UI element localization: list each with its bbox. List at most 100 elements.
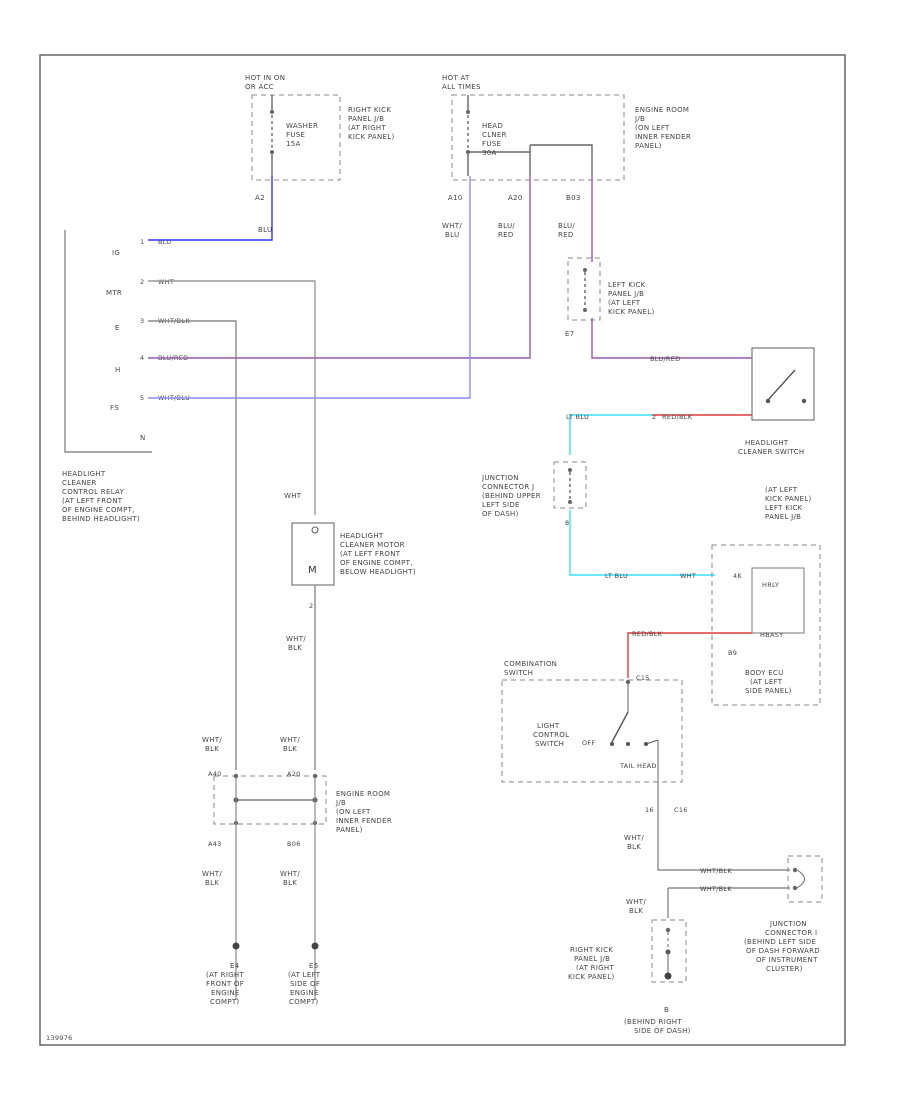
relay-pin-fs: FS — [110, 404, 119, 412]
pin-c15: C15 — [636, 674, 650, 682]
right-kick-jb-3: (AT RIGHT — [348, 124, 386, 132]
relay-label-2: CLEANER — [62, 479, 97, 487]
gnd-b-2: (BEHIND RIGHT — [624, 1018, 682, 1026]
gnd-e4-1: E4 — [230, 962, 240, 970]
wire-label-blu-red-b1: BLU/ — [558, 222, 575, 230]
wire-label-blu-red-a2: RED — [498, 231, 514, 239]
wire-lt-blu-2 — [569, 510, 715, 576]
left-kick-1: (AT LEFT — [765, 486, 798, 494]
motor-label-5: BELOW HEADLIGHT) — [340, 568, 416, 576]
gnd-e4-5: COMPT) — [210, 998, 239, 1006]
bot-wht-blk-d2: BLK — [283, 879, 297, 887]
pin-a20: A20 — [508, 194, 523, 202]
diagram-frame — [39, 54, 846, 1046]
engine-room-jb-top-box — [451, 94, 625, 181]
engine-jb-bot-3: (ON LEFT — [336, 808, 371, 816]
head-fuse-4: 30A — [482, 149, 497, 157]
wire-label-blu: BLU — [258, 226, 272, 234]
hot-ig-on-label-2: OR ACC — [245, 83, 274, 91]
bot-wht-blk-b1: WHT/ — [280, 736, 300, 744]
pin-c16: C16 — [674, 806, 688, 814]
gnd-e5-4: ENGINE — [290, 989, 319, 997]
wire-label-wht-blk-r1: WHT/BLK — [700, 867, 732, 875]
wire-label-blu-red-b2: RED — [558, 231, 574, 239]
body-ecu-3: SIDE PANEL) — [745, 687, 792, 695]
motor-label-3: (AT LEFT FRONT — [340, 550, 401, 558]
wire-label-lt-blu-bot: LT BLU — [605, 572, 628, 580]
head-fuse-2: CLNER — [482, 131, 507, 139]
right-kick-bot-3: (AT RIGHT — [576, 964, 614, 972]
pin-a20b: A20 — [287, 770, 301, 778]
gnd-e5-2: (AT LEFT — [288, 971, 321, 979]
junction-connector-j — [553, 461, 587, 509]
junction-j-3: (BEHIND UPPER — [482, 492, 541, 500]
gnd-e4-3: FRONT OF — [206, 980, 244, 988]
pin-a43: A43 — [208, 840, 222, 848]
wire-label-red-blk-top: RED/BLK — [662, 413, 693, 421]
wire-wht-blu — [148, 176, 471, 399]
right-kick-jb-2: PANEL J/B — [348, 115, 384, 123]
combination-switch-box — [501, 679, 683, 783]
light-control-1: LIGHT — [537, 722, 560, 730]
relay-num-5: 5 — [140, 394, 144, 402]
relay-label-3: CONTROL RELAY — [62, 488, 125, 496]
wire-label-wht-blk-r2: WHT/BLK — [700, 885, 732, 893]
pin-e7: E7 — [565, 330, 574, 338]
junction-j-2: CONNECTOR J — [482, 483, 534, 491]
relay-label-5: OF ENGINE COMPT, — [62, 506, 135, 514]
engine-jb-bot-2: J/B — [335, 799, 346, 807]
hbasy-label: HBASY — [760, 631, 783, 639]
headlight-cleaner-motor — [291, 522, 335, 586]
bot-wht-blk-d1: WHT/ — [280, 870, 300, 878]
pin-4k: 4K — [733, 572, 742, 580]
right-wht-blk-a2: BLK — [627, 843, 641, 851]
left-kick-4: PANEL J/B — [765, 513, 801, 521]
junction-i-5: OF INSTRUMENT — [756, 956, 818, 964]
wire-wht-blk-relay — [148, 320, 237, 770]
relay-wire-wht: WHT — [158, 278, 174, 286]
relay-wire-blu: BLU — [158, 238, 171, 246]
body-ecu-inner — [751, 567, 805, 634]
right-kick-jb-bottom-box — [651, 919, 687, 983]
relay-num-1: 1 — [140, 238, 144, 246]
junction-j-pin-8: 8 — [565, 519, 569, 527]
relay-num-4: 4 — [140, 354, 144, 362]
motor-icon: M — [308, 565, 317, 576]
pin-b9: B9 — [728, 649, 737, 657]
wire-label-wht-blu-1: WHT/ — [442, 222, 462, 230]
wire-label-red-blk-bot: RED/BLK — [632, 630, 663, 638]
left-kick-jb-2: PANEL J/B — [608, 290, 644, 298]
bot-wht-blk-a1: WHT/ — [202, 736, 222, 744]
junction-i-2: CONNECTOR I — [765, 929, 817, 937]
wire-label-wht-conn: WHT — [680, 572, 696, 580]
diagram-id: 139976 — [46, 1034, 73, 1042]
relay-pin-e: E — [115, 324, 120, 332]
relay-pin-h: H — [115, 366, 121, 374]
switch-label-1: HEADLIGHT — [745, 439, 789, 447]
bot-wht-blk-a2: BLK — [205, 745, 219, 753]
pin-a2: A2 — [255, 194, 265, 202]
hot-at-label: HOT AT — [442, 74, 470, 82]
tail-head-label: TAIL HEAD — [619, 762, 657, 770]
wire-label-blu-red-sw: BLU/RED — [650, 355, 680, 363]
motor-wire-wht: WHT — [284, 492, 302, 500]
right-kick-jb-1: RIGHT KICK — [348, 106, 391, 114]
body-ecu-1: BODY ECU — [745, 669, 784, 677]
ground-e4-icon — [232, 942, 240, 950]
gnd-e4-4: ENGINE — [211, 989, 240, 997]
relay-label-6: BEHIND HEADLIGHT) — [62, 515, 140, 523]
engine-room-jb-top-3: (ON LEFT — [635, 124, 670, 132]
control-relay-body — [64, 230, 152, 453]
junction-connector-i — [787, 855, 823, 903]
combo-switch-2: SWITCH — [504, 669, 533, 677]
engine-room-jb-top-5: PANEL) — [635, 142, 662, 150]
engine-jb-bot-1: ENGINE ROOM — [336, 790, 390, 798]
combo-switch-1: COMBINATION — [504, 660, 557, 668]
motor-label-1: HEADLIGHT — [340, 532, 384, 540]
relay-label-4: (AT LEFT FRONT — [62, 497, 123, 505]
relay-num-2: 2 — [140, 278, 144, 286]
junction-i-4: OF DASH FORWARD — [746, 947, 820, 955]
body-ecu-2: (AT LEFT — [750, 678, 783, 686]
right-kick-jb-4: KICK PANEL) — [348, 133, 395, 141]
wire-label-blu-red-a1: BLU/ — [498, 222, 515, 230]
